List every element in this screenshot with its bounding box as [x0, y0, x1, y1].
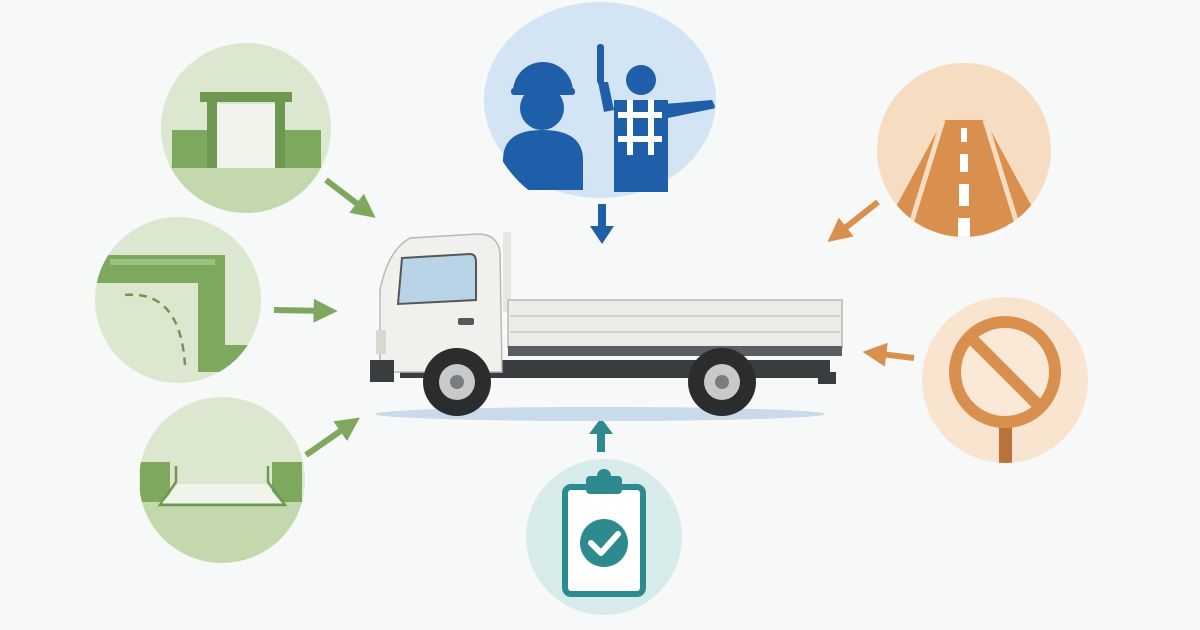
arrow-check-to-truck [589, 418, 613, 452]
corner-turn-node [95, 217, 261, 383]
arrow-gate-to-truck [324, 177, 376, 218]
arrow-road-to-truck [827, 199, 880, 242]
gate-clearance-node [161, 43, 331, 213]
arrow-sign-to-truck [862, 342, 915, 367]
front-wheel [423, 348, 491, 416]
arrow-narrow-to-truck [304, 417, 360, 458]
traffic-guide-workers-icon [503, 44, 715, 192]
arrow-guide-to-truck [590, 204, 614, 244]
narrow-passage-node [139, 397, 305, 563]
road-node [877, 63, 1051, 237]
rear-wheel [688, 348, 756, 416]
checklist-icon [562, 469, 646, 597]
turn-corner-icon [95, 255, 261, 372]
worker-helmet-icon [503, 62, 583, 190]
truck-icon [370, 232, 843, 421]
arrow-corner-to-truck [273, 298, 338, 323]
arrows [273, 177, 915, 458]
traffic-guide-icon [597, 44, 715, 192]
inspection-node [526, 459, 682, 615]
no-entry-sign-icon [949, 316, 1061, 463]
restriction-node [922, 297, 1088, 463]
guide-staff-node [484, 2, 716, 198]
